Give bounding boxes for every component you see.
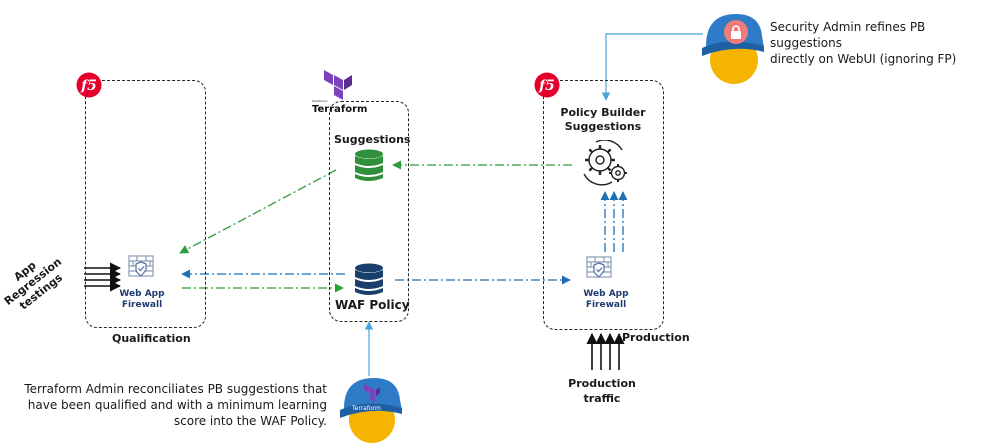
waf-policy-label: WAF Policy <box>335 298 410 312</box>
security-line1: Security Admin refines PB suggestions <box>770 20 926 50</box>
qualification-label: Qualification <box>112 332 191 345</box>
builder-line1: Policy Builder <box>560 106 646 119</box>
waf-line1: Web App <box>119 289 165 299</box>
suggestions-db-icon <box>353 149 385 183</box>
security-line2: directly on WebUI (ignoring FP) <box>770 52 957 66</box>
traffic-line2: traffic <box>583 392 621 405</box>
production-traffic-arrows <box>586 332 625 370</box>
production-box <box>543 80 664 330</box>
f5-logo-icon: f5 <box>534 72 560 98</box>
waf-line1: Web App <box>583 289 629 299</box>
terraform-admin-note: Terraform Admin reconciliates PB suggest… <box>20 381 327 429</box>
svg-text:f5: f5 <box>538 78 555 94</box>
security-admin-connector <box>601 33 703 101</box>
gears-icon <box>578 139 634 188</box>
terraform-logo-subtext: HashiCorp <box>312 99 328 103</box>
qualification-waf-label: Web App Firewall <box>114 289 170 311</box>
waf-icon <box>126 254 156 280</box>
production-label: Production <box>622 331 690 344</box>
security-admin-note: Security Admin refines PB suggestions di… <box>770 19 998 67</box>
waf-policy-db-icon <box>353 263 385 297</box>
terraform-logo-icon <box>320 68 352 100</box>
terraform-line3: score into the WAF Policy. <box>173 414 327 428</box>
waf-line2: Firewall <box>121 300 163 310</box>
terraform-line2: have been qualified and with a minimum l… <box>27 398 327 412</box>
waf-icon <box>584 255 614 281</box>
builder-line2: Suggestions <box>564 120 642 133</box>
lock-icon <box>726 22 748 42</box>
production-traffic-label: Production traffic <box>560 376 644 406</box>
waf-line2: Firewall <box>585 300 627 310</box>
qualification-box <box>85 80 206 328</box>
production-waf-label: Web App Firewall <box>578 289 634 311</box>
terraform-line1: Terraform Admin reconciliates PB suggest… <box>24 382 327 396</box>
svg-text:f5: f5 <box>80 78 97 94</box>
waf-to-builder-arrows <box>600 191 628 252</box>
security-admin-avatar <box>698 6 768 86</box>
terraform-admin-avatar <box>336 372 406 444</box>
f5-logo-icon: f5 <box>76 72 102 98</box>
policy-builder-label: Policy Builder Suggestions <box>550 106 656 134</box>
terraform-box <box>329 101 409 322</box>
terraform-cap-text: Terraform <box>352 405 381 412</box>
traffic-line1: Production <box>568 377 636 390</box>
regression-arrows <box>84 262 122 292</box>
suggestions-to-qualification-arrow <box>179 169 337 254</box>
suggestions-label: Suggestions <box>334 133 411 146</box>
